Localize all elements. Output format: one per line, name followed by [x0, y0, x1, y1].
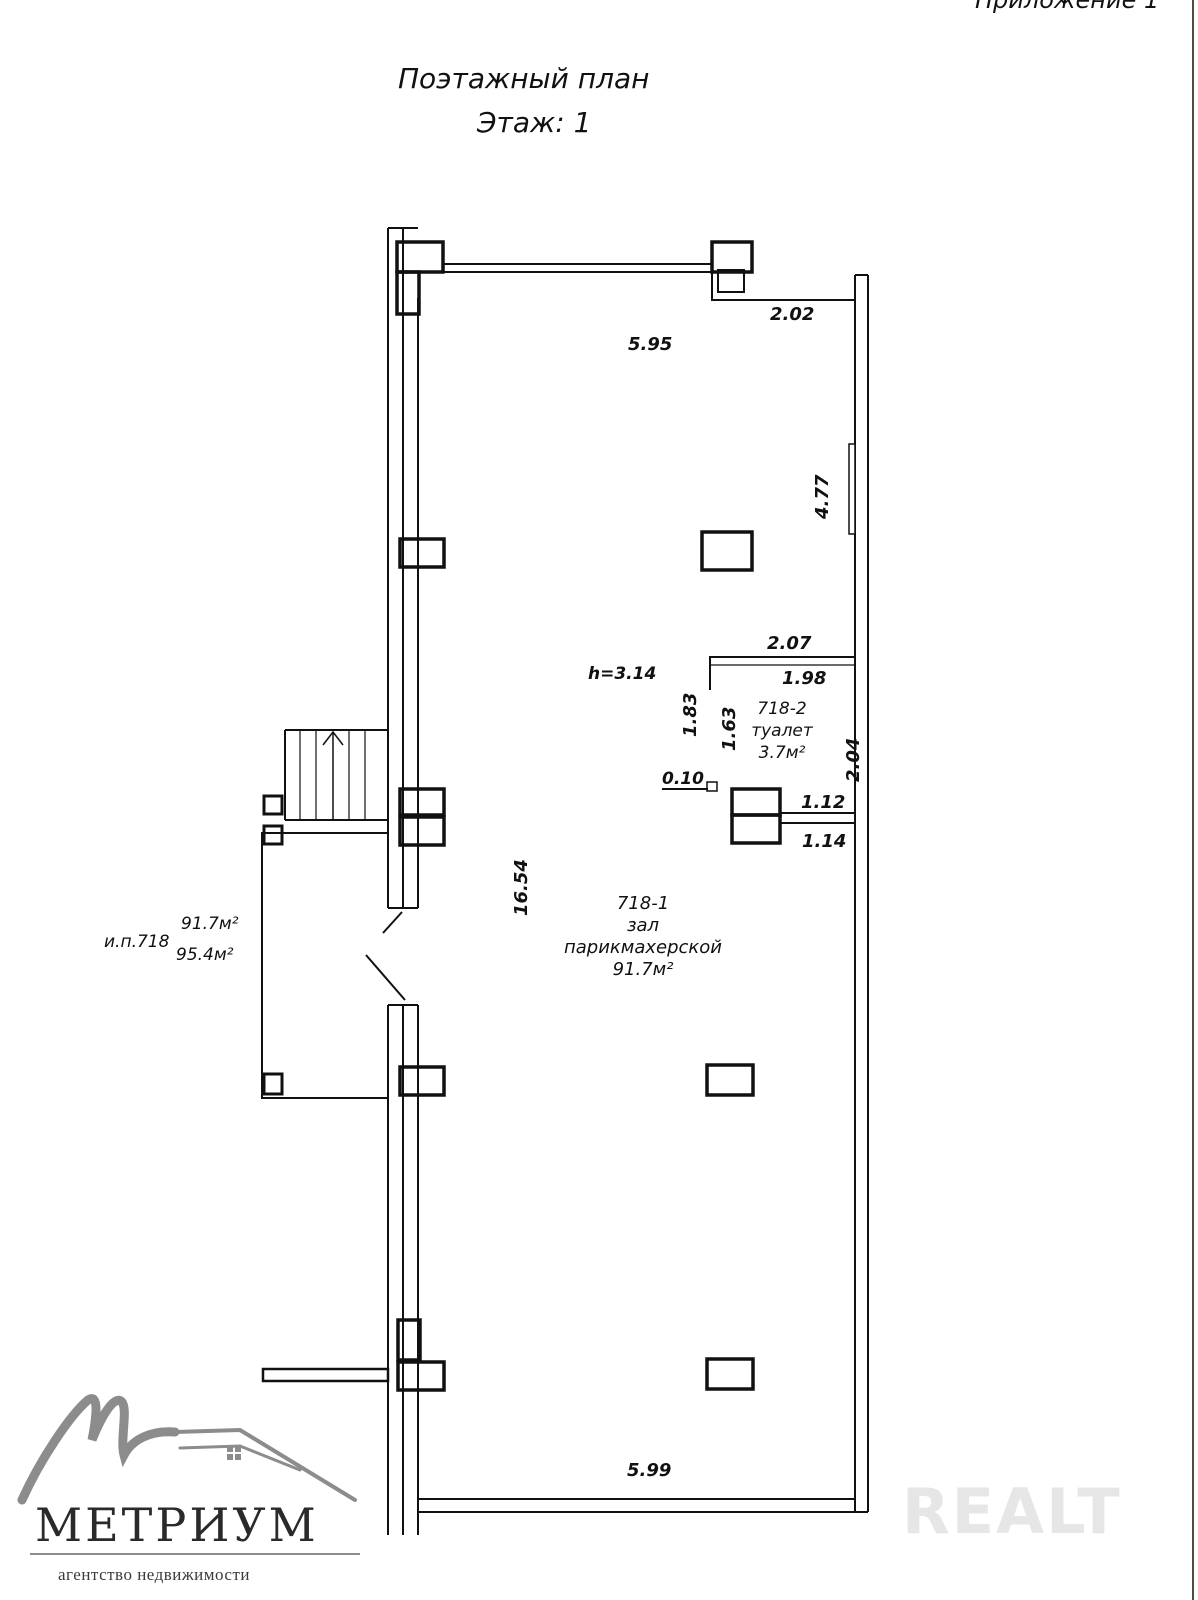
ceiling-height: h=3.14	[588, 664, 657, 684]
column-facade-2	[398, 787, 446, 817]
column-facade-3	[398, 1065, 446, 1097]
room-toilet-name: туалет	[751, 721, 813, 741]
dim-door-offset: 0.10	[662, 769, 704, 789]
door-leaf-upper	[382, 911, 403, 934]
metrium-logo-mark	[17, 1394, 357, 1505]
column-interior-1	[700, 530, 754, 572]
premises-label: и.п.718	[104, 932, 170, 952]
room-toilet-id: 718-2	[757, 699, 807, 719]
floor-label: Этаж: 1	[477, 106, 592, 139]
premises-area-total: 95.4м²	[176, 945, 234, 965]
appendix-label: Приложение 1	[975, 0, 1160, 14]
vestibule-wall	[261, 832, 388, 1099]
door-leaf-lower	[365, 954, 406, 1001]
vestibule-post-3	[262, 1072, 284, 1096]
dim-toilet-right: 2.04	[843, 737, 864, 782]
column-top-right-small	[717, 269, 745, 293]
dim-hall-length: 16.54	[511, 859, 532, 916]
right-window	[848, 443, 856, 535]
room-hall-id: 718-1	[616, 893, 670, 914]
vestibule-post-2	[262, 824, 284, 846]
toilet-door-jamb	[706, 781, 718, 792]
metrium-logo-name: МЕТРИУМ	[35, 1498, 319, 1552]
room-hall-label: 718-1 зал парикмахерской 91.7м²	[558, 893, 728, 981]
room-toilet-area: 3.7м²	[758, 743, 806, 763]
dim-toilet-left-outer: 1.83	[680, 692, 701, 737]
room-hall-name2: парикмахерской	[563, 937, 723, 958]
logo-window-icon	[227, 1446, 241, 1460]
column-interior-3	[705, 1357, 755, 1391]
column-facade-4b	[396, 1360, 446, 1392]
dim-toilet-bottom-inner: 1.12	[801, 792, 846, 813]
realt-watermark: REALT	[902, 1475, 1122, 1548]
stair-arrow-head	[322, 730, 344, 746]
dim-toilet-inner-top: 1.98	[782, 668, 827, 689]
dim-toilet-left-inner: 1.63	[719, 706, 740, 751]
metrium-logo-subtitle: агентство недвижимости	[58, 1565, 250, 1584]
top-right-step	[711, 272, 856, 1512]
column-facade-2b	[398, 815, 446, 847]
dim-right-wall-upper: 4.77	[812, 474, 833, 519]
column-interior-2	[705, 1063, 755, 1097]
premises-area-main: 91.7м²	[181, 914, 239, 934]
exterior-bar	[261, 1367, 390, 1383]
column-top-left-2	[395, 270, 421, 316]
column-interior-toilet-b	[730, 813, 782, 845]
dim-bottom-width: 5.99	[627, 1460, 672, 1481]
dim-top-right-offset: 2.02	[770, 304, 815, 325]
toilet-wall	[709, 656, 855, 690]
dim-toilet-bottom-outer: 1.14	[802, 831, 847, 852]
column-facade-4	[396, 1318, 422, 1362]
dim-toilet-top: 2.07	[767, 633, 812, 654]
column-interior-toilet	[730, 787, 782, 817]
room-toilet-label: 718-2 туалет 3.7м²	[742, 698, 822, 764]
room-hall-name: зал	[626, 915, 660, 936]
dim-top-width: 5.95	[628, 334, 673, 355]
vestibule-post-1	[262, 794, 284, 816]
plan-title: Поэтажный план	[398, 62, 650, 95]
column-facade-1	[398, 537, 446, 569]
room-hall-area: 91.7м²	[612, 959, 674, 980]
column-top-right	[710, 240, 754, 274]
